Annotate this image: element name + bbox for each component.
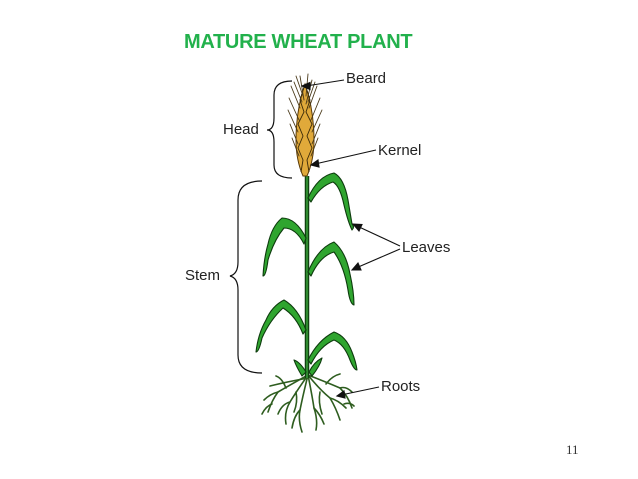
head-brace: [266, 80, 293, 179]
leaves: [255, 172, 358, 377]
kernel-pointer: [314, 149, 377, 165]
beard-pointer: [305, 79, 345, 87]
leaves-pointer-lower: [355, 248, 401, 269]
beard-awns: [287, 73, 323, 157]
wheat-head: [287, 73, 323, 177]
roots-label: Roots: [381, 378, 421, 395]
leaves-label: Leaves: [402, 239, 451, 256]
stem-brace: [229, 180, 263, 374]
beard-label: Beard: [346, 70, 387, 87]
page-number: 11: [566, 442, 579, 457]
leaves-pointer-upper: [356, 225, 401, 247]
pointer-lines: [300, 79, 401, 399]
roots-pointer: [340, 386, 380, 396]
stem-label: Stem: [185, 267, 221, 284]
head-label: Head: [223, 121, 259, 138]
diagram-title: MATURE WHEAT PLANT: [184, 31, 413, 53]
kernel-label: Kernel: [378, 142, 422, 159]
roots: [261, 373, 355, 433]
